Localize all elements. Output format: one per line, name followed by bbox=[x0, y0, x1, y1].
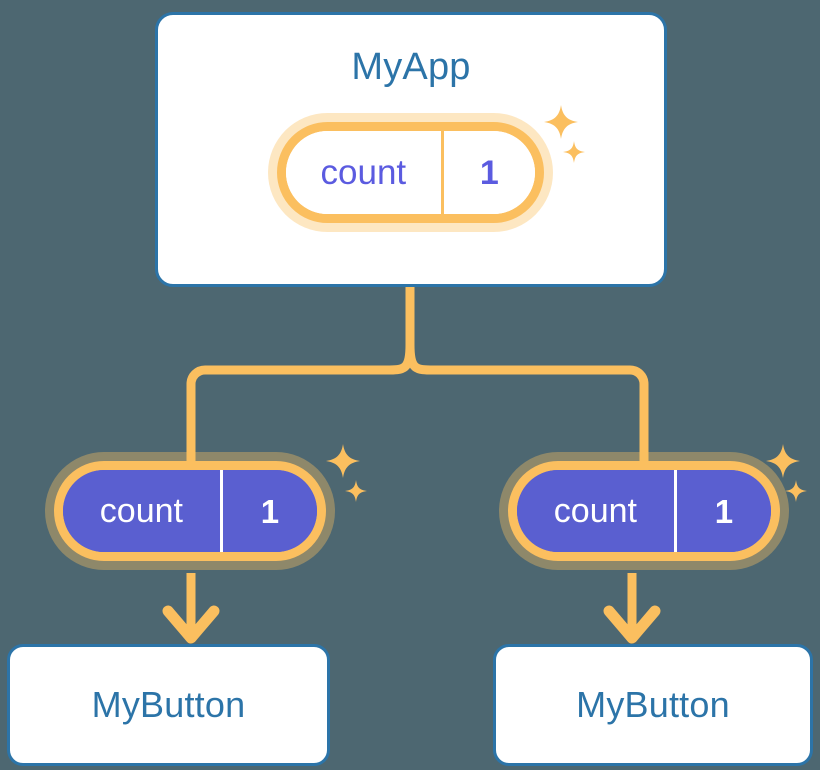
connector-arrow-right-head bbox=[603, 605, 661, 644]
sparkle-small-icon bbox=[344, 479, 368, 503]
connector-fork-right bbox=[405, 344, 649, 462]
state-pill-left-body[interactable]: count 1 bbox=[54, 461, 326, 561]
state-pill-left-key: count bbox=[63, 470, 220, 552]
component-card-mybutton-right[interactable]: MyButton bbox=[493, 644, 813, 766]
state-pill-root[interactable]: count 1 bbox=[277, 122, 544, 223]
component-card-mybutton-left[interactable]: MyButton bbox=[7, 644, 330, 766]
state-pill-left-value: 1 bbox=[219, 470, 317, 552]
connector-arrow-left-head bbox=[162, 605, 220, 644]
state-pill-root-value: 1 bbox=[440, 131, 535, 214]
component-title-myapp: MyApp bbox=[351, 46, 471, 88]
state-pill-right-value: 1 bbox=[673, 470, 771, 552]
sparkle-small-icon bbox=[784, 479, 808, 503]
state-pill-right-body[interactable]: count 1 bbox=[508, 461, 780, 561]
sparkle-large-icon bbox=[325, 443, 361, 479]
state-pill-root-body[interactable]: count 1 bbox=[277, 122, 544, 223]
component-title-mybutton-right: MyButton bbox=[576, 684, 730, 725]
state-pill-right-key: count bbox=[517, 470, 674, 552]
component-title-mybutton-left: MyButton bbox=[91, 684, 246, 725]
state-pill-left[interactable]: count 1 bbox=[54, 461, 326, 561]
state-pill-right[interactable]: count 1 bbox=[508, 461, 780, 561]
connector-fork-left bbox=[186, 344, 415, 462]
state-pill-root-key: count bbox=[286, 131, 441, 214]
